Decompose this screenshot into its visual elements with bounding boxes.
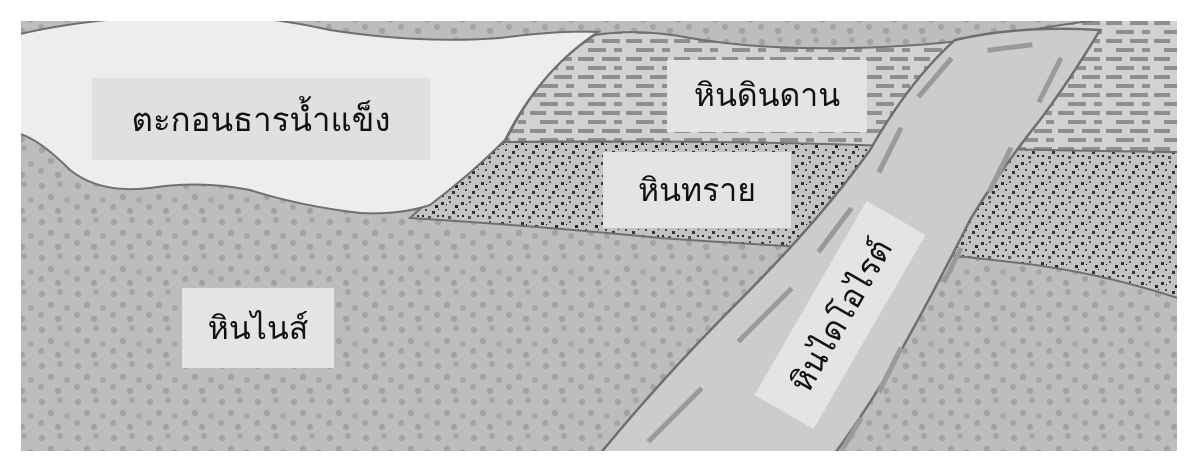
glacial-till-label: ตะกอนธารน้ำแข็ง	[132, 96, 391, 139]
glacial-till-label-box	[92, 78, 430, 160]
sandstone-label: หินทราย	[638, 171, 756, 209]
gneiss-label-box	[182, 288, 334, 368]
shale-label-box	[667, 60, 867, 132]
gneiss-label: หินไนส์	[208, 309, 308, 347]
diorite-label-box	[754, 201, 926, 429]
diorite-dashes	[646, 42, 1064, 449]
sandstone-label-box	[603, 152, 791, 228]
shale-label: หินดินดาน	[694, 76, 840, 114]
